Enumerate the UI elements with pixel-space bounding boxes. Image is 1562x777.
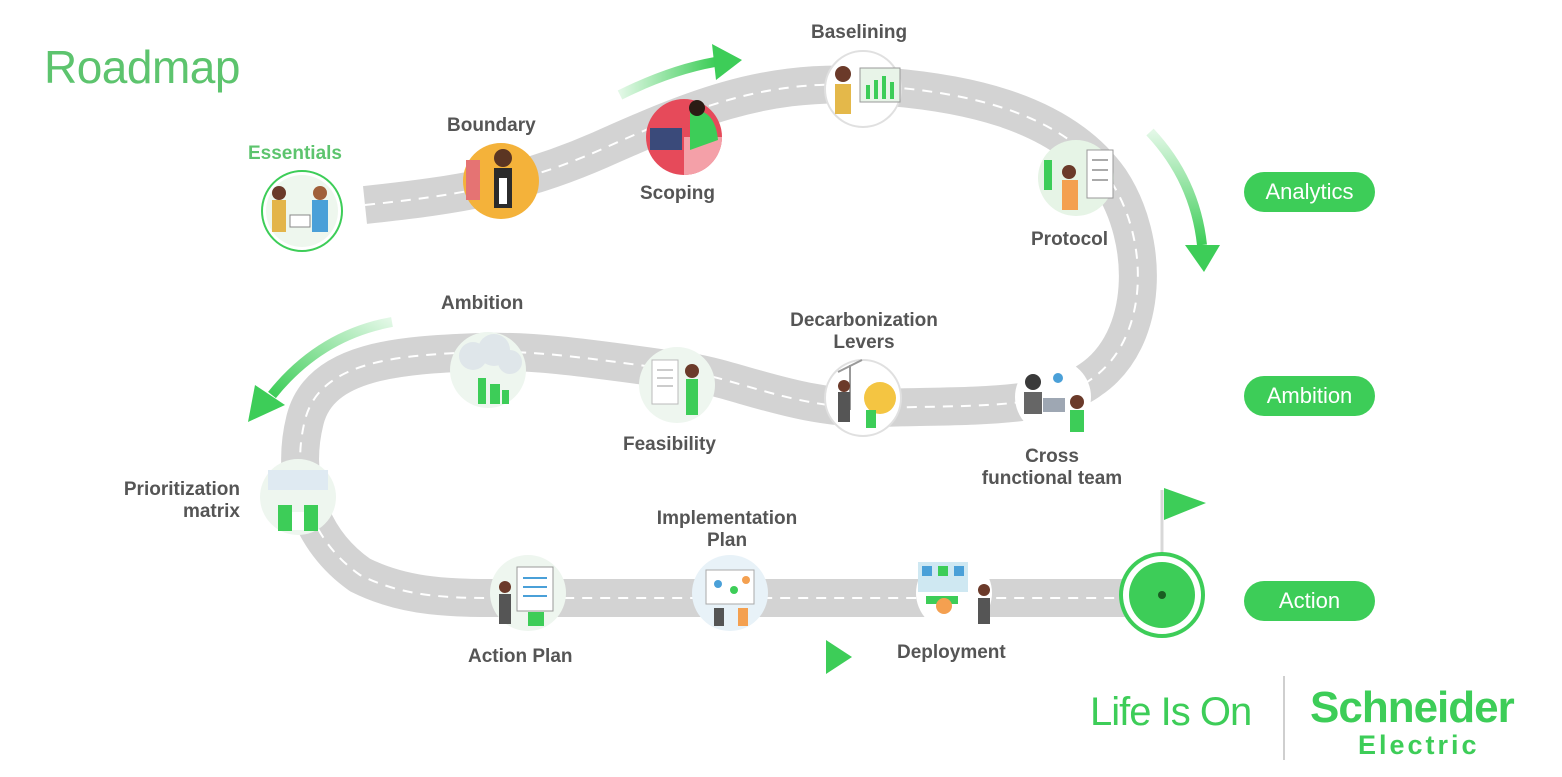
cross-functional-team-line2: functional team xyxy=(981,468,1123,489)
action-plan-icon xyxy=(490,555,566,631)
prioritization-matrix-line1: Prioritization xyxy=(123,479,240,500)
brand-divider xyxy=(1283,676,1285,760)
step-label-deployment: Deployment xyxy=(897,642,1006,663)
finish-flag xyxy=(1119,488,1206,638)
step-label-boundary: Boundary xyxy=(447,115,536,136)
essentials-icon xyxy=(261,170,343,252)
step-label-baselining: Baselining xyxy=(811,22,908,43)
implementation-plan-icon xyxy=(692,555,768,631)
step-label-ambition: Ambition xyxy=(441,293,524,314)
decarbonization-levers-icon xyxy=(824,359,902,437)
step-label-prioritization-matrix: Prioritization matrix xyxy=(100,479,240,523)
phase-badge-ambition: Ambition xyxy=(1244,376,1375,416)
page-title: Roadmap xyxy=(44,41,240,93)
arrow-top xyxy=(617,44,742,100)
schneider-electric-logo: Schneider Electric xyxy=(1310,683,1515,761)
arrow-bottom xyxy=(668,640,852,674)
step-label-essentials: Essentials xyxy=(248,143,342,164)
logo-line-electric: Electric xyxy=(1358,730,1480,760)
step-label-decarbonization-levers: Decarbonization Levers xyxy=(790,310,938,353)
phase-badge-analytics: Analytics xyxy=(1244,172,1375,212)
step-label-cross-functional-team: Cross functional team xyxy=(968,446,1136,490)
ambition-icon xyxy=(450,332,526,408)
step-label-protocol: Protocol xyxy=(1031,229,1109,250)
arrow-right-down xyxy=(1146,128,1220,272)
logo-line-schneider: Schneider xyxy=(1310,683,1515,732)
cross-functional-team-line1: Cross xyxy=(1025,446,1079,467)
step-label-scoping: Scoping xyxy=(640,183,715,204)
boundary-icon xyxy=(463,143,539,219)
phase-badge-action: Action xyxy=(1244,581,1375,621)
cross-functional-team-icon xyxy=(1015,359,1091,435)
prioritization-matrix-line2: matrix xyxy=(182,501,240,522)
road-centerline xyxy=(299,83,1139,600)
life-is-on-tagline: Life Is On xyxy=(1090,690,1252,734)
implementation-plan-line1: Implementation xyxy=(656,508,798,529)
step-label-feasibility: Feasibility xyxy=(623,434,716,455)
step-label-action-plan: Action Plan xyxy=(468,646,573,667)
implementation-plan-line2: Plan xyxy=(706,530,748,551)
deployment-icon xyxy=(916,555,992,631)
prioritization-matrix-icon xyxy=(260,459,336,535)
baselining-icon xyxy=(824,50,902,128)
step-label-implementation-plan: Implementation Plan xyxy=(644,508,810,552)
feasibility-icon xyxy=(639,347,715,423)
arrow-left-down xyxy=(248,317,393,422)
scoping-icon xyxy=(646,99,722,175)
protocol-icon xyxy=(1038,140,1114,216)
